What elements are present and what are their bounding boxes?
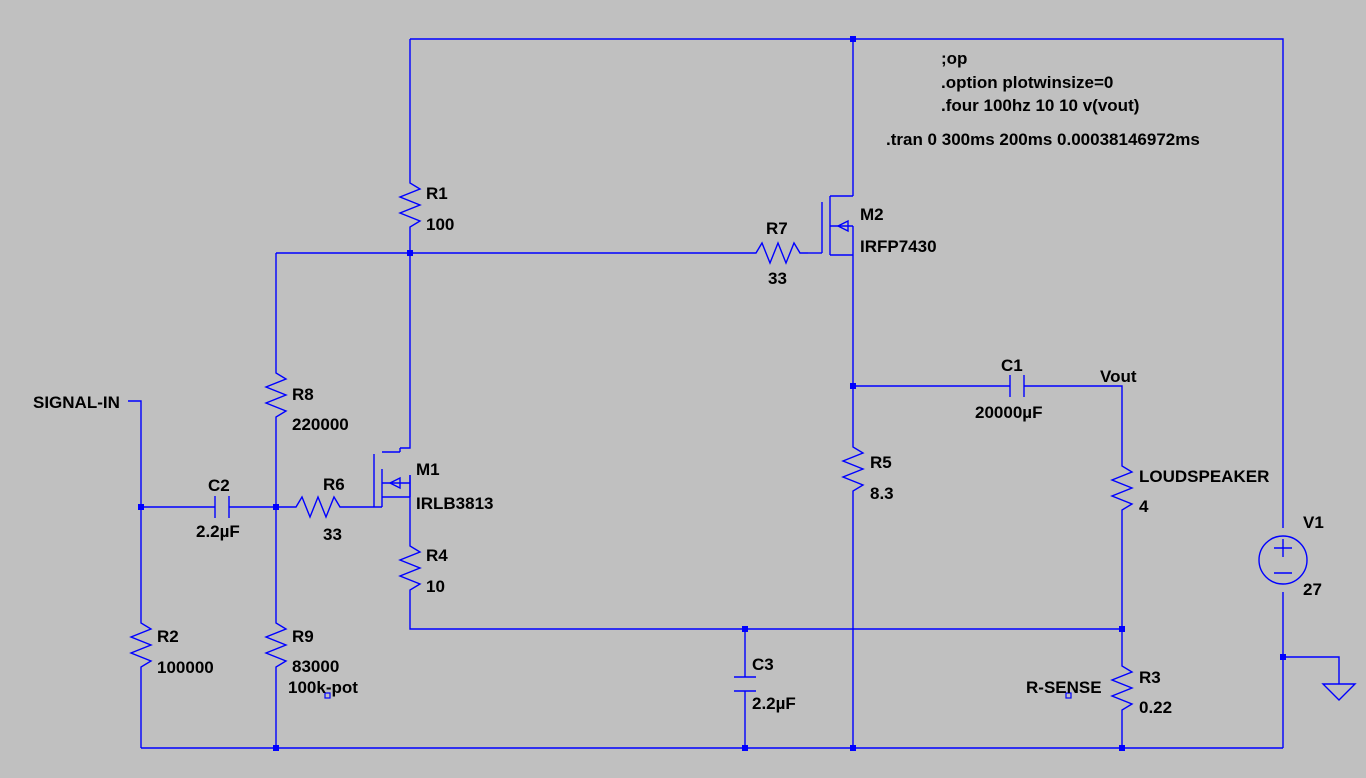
- label-c1-value: 20000µF: [975, 403, 1042, 422]
- label-r5-value: 8.3: [870, 484, 894, 503]
- label-v1-value: 27: [1303, 580, 1322, 599]
- directive-tran[interactable]: .tran 0 300ms 200ms 0.00038146972ms: [886, 130, 1200, 149]
- junction-dots: [138, 36, 1286, 751]
- net-label-r-sense: R-SENSE: [1026, 678, 1102, 697]
- junction-dot: [850, 36, 856, 42]
- resistor-r6[interactable]: [290, 495, 350, 519]
- label-c3-value: 2.2µF: [752, 694, 796, 713]
- net-label-signal-in[interactable]: SIGNAL-IN: [33, 393, 120, 412]
- label-r1-name: R1: [426, 184, 448, 203]
- label-r4-name: R4: [426, 546, 448, 565]
- label-r4-value: 10: [426, 577, 445, 596]
- label-r2-value: 100000: [157, 658, 214, 677]
- label-r6-name: R6: [323, 475, 345, 494]
- resistor-icon: [841, 441, 865, 501]
- nmos-icon: [373, 448, 411, 507]
- label-r7-value: 33: [768, 269, 787, 288]
- resistor-r4[interactable]: [398, 540, 422, 600]
- label-loudspeaker-value: 4: [1139, 497, 1149, 516]
- resistor-r7[interactable]: [750, 241, 808, 265]
- label-r5-name: R5: [870, 453, 892, 472]
- resistor-r3[interactable]: [1110, 660, 1134, 720]
- junction-dot: [850, 745, 856, 751]
- label-loudspeaker-name: LOUDSPEAKER: [1139, 467, 1269, 486]
- resistor-loudspeaker[interactable]: [1110, 460, 1134, 520]
- capacitor-icon: [734, 676, 756, 692]
- resistor-r2[interactable]: [129, 617, 153, 683]
- resistor-icon: [398, 540, 422, 600]
- capacitor-c2[interactable]: [214, 496, 230, 518]
- ground-symbol[interactable]: [1321, 683, 1357, 701]
- nmos-icon: [821, 195, 854, 256]
- resistor-icon: [264, 367, 288, 437]
- pot-pin-marker: [324, 692, 331, 699]
- capacitor-c3[interactable]: [734, 676, 756, 692]
- junction-dot: [742, 626, 748, 632]
- junction-dot: [1119, 745, 1125, 751]
- mosfet-m2[interactable]: [821, 195, 854, 256]
- label-c1-name: C1: [1001, 356, 1023, 375]
- net-label-vout[interactable]: Vout: [1100, 367, 1137, 386]
- label-r1-value: 100: [426, 215, 454, 234]
- voltage-source-icon: [1258, 535, 1308, 585]
- resistor-icon: [750, 241, 808, 265]
- label-r8-value: 220000: [292, 415, 349, 434]
- directive-op[interactable]: ;op: [941, 49, 967, 68]
- resistor-r9[interactable]: [264, 617, 288, 683]
- capacitor-icon: [214, 496, 230, 518]
- directive-four[interactable]: .four 100hz 10 10 v(vout): [941, 96, 1139, 115]
- resistor-icon: [129, 617, 153, 683]
- label-v1-name: V1: [1303, 513, 1324, 532]
- wires: [128, 38, 1340, 749]
- junction-dot: [850, 383, 856, 389]
- label-m2-name: M2: [860, 205, 884, 224]
- directive-option[interactable]: .option plotwinsize=0: [941, 73, 1113, 92]
- label-r6-value: 33: [323, 525, 342, 544]
- capacitor-icon: [1009, 375, 1025, 397]
- junction-dot: [273, 745, 279, 751]
- label-r3-value: 0.22: [1139, 698, 1172, 717]
- resistor-r1[interactable]: [398, 177, 422, 237]
- label-c2-value: 2.2µF: [196, 522, 240, 541]
- label-r8-name: R8: [292, 385, 314, 404]
- label-r7-name: R7: [766, 219, 788, 238]
- label-r9-value: 83000: [292, 657, 339, 676]
- label-c3-name: C3: [752, 655, 774, 674]
- junction-dot: [273, 504, 279, 510]
- resistor-icon: [264, 617, 288, 683]
- voltage-source-v1[interactable]: [1258, 535, 1308, 585]
- junction-dot: [742, 745, 748, 751]
- junction-dot: [407, 250, 413, 256]
- junction-dot: [1119, 626, 1125, 632]
- r-sense-pin-marker: [1065, 692, 1072, 699]
- ground-icon: [1321, 683, 1357, 701]
- junction-dot: [138, 504, 144, 510]
- label-r9-name: R9: [292, 627, 314, 646]
- resistor-icon: [1110, 660, 1134, 720]
- resistor-icon: [1110, 460, 1134, 520]
- label-r3-name: R3: [1139, 668, 1161, 687]
- resistor-r5[interactable]: [841, 441, 865, 501]
- junction-dot: [1280, 654, 1286, 660]
- resistor-icon: [398, 177, 422, 237]
- net-label-pot: 100k-pot: [288, 678, 358, 697]
- label-c2-name: C2: [208, 476, 230, 495]
- label-m2-value: IRFP7430: [860, 237, 937, 256]
- resistor-icon: [290, 495, 350, 519]
- resistor-r8[interactable]: [264, 367, 288, 437]
- label-m1-name: M1: [416, 460, 440, 479]
- mosfet-m1[interactable]: [373, 448, 411, 507]
- capacitor-c1[interactable]: [1009, 375, 1025, 397]
- label-r2-name: R2: [157, 627, 179, 646]
- label-m1-value: IRLB3813: [416, 494, 493, 513]
